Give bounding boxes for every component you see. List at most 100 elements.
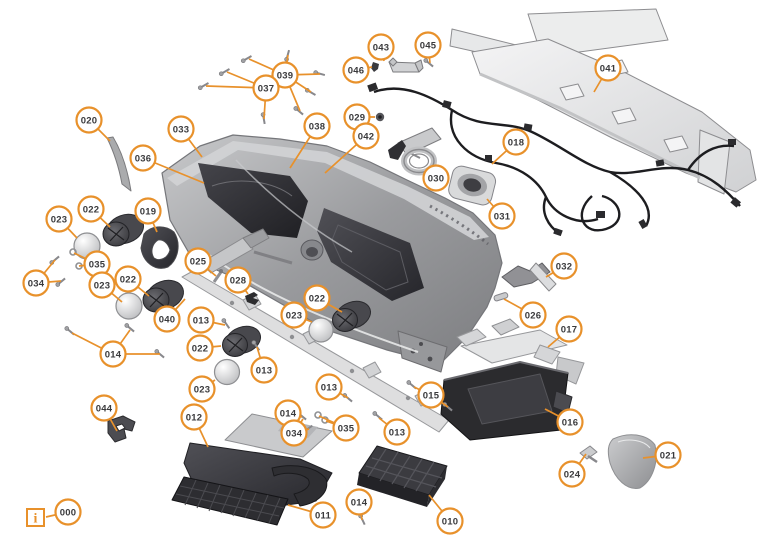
callout-036[interactable]: 036	[129, 144, 157, 172]
callout-021[interactable]: 021	[654, 441, 682, 469]
callout-038[interactable]: 038	[303, 112, 331, 140]
callout-043[interactable]: 043	[367, 33, 395, 61]
callout-013[interactable]: 013	[187, 306, 215, 334]
callout-034[interactable]: 034	[22, 269, 50, 297]
callout-label: 012	[186, 412, 202, 423]
info-icon-glyph: i	[34, 512, 38, 527]
info-icon[interactable]: i	[26, 508, 45, 527]
callout-024[interactable]: 024	[558, 460, 586, 488]
callout-040[interactable]: 040	[153, 305, 181, 333]
callout-023[interactable]: 023	[280, 301, 308, 329]
callout-013[interactable]: 013	[383, 418, 411, 446]
part-storage-tray	[440, 361, 573, 441]
callout-000[interactable]: 000	[54, 498, 82, 526]
part-air-vent	[102, 213, 144, 247]
callout-022[interactable]: 022	[186, 334, 214, 362]
callout-025[interactable]: 025	[184, 247, 212, 275]
callout-label: 022	[192, 343, 208, 354]
callout-045[interactable]: 045	[414, 31, 442, 59]
callout-label: 028	[230, 275, 246, 286]
callout-011[interactable]: 011	[309, 501, 337, 529]
washer-icon	[314, 411, 322, 419]
callout-label: 020	[81, 115, 97, 126]
callout-label: 024	[564, 469, 581, 480]
callout-label: 011	[315, 510, 331, 521]
callout-034[interactable]: 034	[280, 419, 308, 447]
callout-label: 022	[120, 274, 136, 285]
callout-label: 026	[525, 310, 541, 321]
callout-028[interactable]: 028	[224, 266, 252, 294]
callout-label: 018	[508, 137, 524, 148]
callout-037[interactable]: 037	[252, 74, 280, 102]
callout-label: 044	[96, 403, 113, 414]
callout-018[interactable]: 018	[502, 128, 530, 156]
callout-014[interactable]: 014	[99, 340, 127, 368]
callout-044[interactable]: 044	[90, 394, 118, 422]
callout-042[interactable]: 042	[352, 122, 380, 150]
parts-illustration	[49, 8, 757, 526]
callout-022[interactable]: 022	[303, 284, 331, 312]
callout-041[interactable]: 041	[594, 54, 622, 82]
callout-026[interactable]: 026	[519, 301, 547, 329]
screw-icon	[423, 58, 434, 68]
callout-label: 013	[321, 382, 337, 393]
callout-046[interactable]: 046	[342, 56, 370, 84]
callout-013[interactable]: 013	[250, 356, 278, 384]
fasteners	[49, 49, 453, 526]
callout-label: 023	[194, 384, 210, 395]
callout-023[interactable]: 023	[45, 205, 73, 233]
screw-icon	[240, 55, 252, 64]
part-clip-028	[245, 292, 259, 305]
callout-035[interactable]: 035	[332, 414, 360, 442]
callout-label: 014	[105, 349, 122, 360]
callout-032[interactable]: 032	[550, 252, 578, 280]
callout-label: 034	[286, 428, 303, 439]
callout-label: 010	[442, 516, 458, 527]
part-pin-026	[493, 292, 509, 302]
callout-022[interactable]: 022	[114, 265, 142, 293]
callout-016[interactable]: 016	[556, 408, 584, 436]
callout-label: 017	[561, 324, 577, 335]
callout-014[interactable]: 014	[345, 488, 373, 516]
callout-039[interactable]: 039	[271, 61, 299, 89]
part-speaker-grille	[448, 165, 497, 206]
callout-label: 022	[83, 204, 99, 215]
part-bracket-clip-044	[107, 415, 136, 443]
callout-023[interactable]: 023	[188, 375, 216, 403]
part-grommet	[375, 112, 385, 122]
part-module-box	[357, 445, 448, 507]
callout-label: 014	[280, 408, 297, 419]
callout-label: 013	[256, 365, 272, 376]
callout-label: 023	[94, 280, 110, 291]
callout-010[interactable]: 010	[436, 507, 464, 535]
callout-label: 019	[140, 206, 156, 217]
callout-019[interactable]: 019	[134, 197, 162, 225]
part-side-cover-021	[607, 434, 657, 489]
callout-017[interactable]: 017	[555, 315, 583, 343]
part-bracket-043	[388, 57, 424, 73]
callout-030[interactable]: 030	[422, 164, 450, 192]
screw-icon	[197, 82, 209, 91]
callout-022[interactable]: 022	[77, 195, 105, 223]
callout-015[interactable]: 015	[417, 381, 445, 409]
callout-label: 031	[494, 211, 511, 222]
callout-023[interactable]: 023	[88, 271, 116, 299]
callout-020[interactable]: 020	[75, 106, 103, 134]
washer-icon	[69, 248, 77, 256]
callout-label: 025	[190, 256, 207, 267]
callout-031[interactable]: 031	[488, 202, 516, 230]
callout-033[interactable]: 033	[167, 115, 195, 143]
screw-icon	[154, 349, 165, 359]
callout-013[interactable]: 013	[315, 373, 343, 401]
callout-label: 038	[309, 121, 325, 132]
callout-label: 029	[349, 112, 365, 123]
callout-label: 033	[173, 124, 189, 135]
callout-012[interactable]: 012	[180, 403, 208, 431]
part-steering-column	[200, 228, 293, 274]
callout-label: 037	[258, 83, 274, 94]
screw-icon	[221, 318, 231, 329]
callout-label: 015	[423, 390, 440, 401]
